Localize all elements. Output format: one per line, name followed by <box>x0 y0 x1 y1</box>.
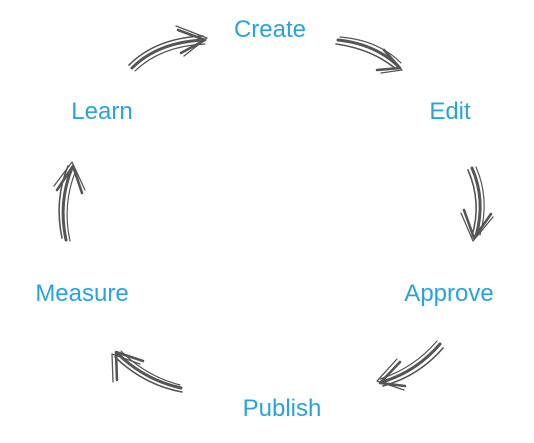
arrow-learn-to-create <box>128 25 208 72</box>
step-edit: Edit <box>429 98 471 125</box>
step-create: Create <box>233 16 307 43</box>
step-learn: Learn <box>71 98 133 125</box>
step-publish: Publish <box>242 395 322 422</box>
arrow-approve-to-publish <box>376 340 444 391</box>
step-approve: Approve <box>404 280 494 307</box>
arrow-create-to-edit <box>335 36 403 74</box>
arrow-edit-to-approve <box>460 166 494 242</box>
arrow-measure-to-learn <box>53 161 86 242</box>
arrow-publish-to-measure <box>111 350 183 393</box>
step-measure: Measure <box>35 280 129 307</box>
